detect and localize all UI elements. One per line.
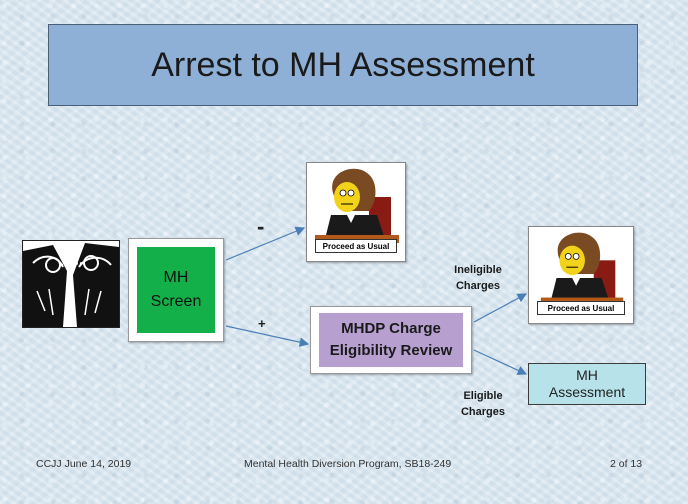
plus-sign: +: [258, 316, 266, 331]
assessment-line2: Assessment: [548, 384, 626, 400]
mh-assessment-box: MH Assessment: [528, 363, 646, 405]
slide-title: Arrest to MH Assessment: [151, 45, 535, 84]
judge-icon: [315, 168, 399, 243]
handcuffs-image: [22, 240, 120, 328]
review-line1: MHDP Charge: [341, 320, 441, 337]
arrow-to-proceed-right: [473, 293, 528, 323]
footer-program: Mental Health Diversion Program, SB18-24…: [244, 458, 452, 470]
judge-card-right: Proceed as Usual: [528, 226, 634, 324]
eligible-charges-label: Eligible Charges: [460, 390, 506, 418]
eligibility-review-fill: MHDP Charge Eligibility Review: [319, 313, 463, 367]
mh-screen-line1: MH: [163, 269, 189, 286]
assessment-line1: MH: [576, 367, 598, 383]
eligibility-review-box: MHDP Charge Eligibility Review: [310, 306, 472, 374]
arrow-to-assessment: [473, 349, 528, 375]
handcuffs-icon: [23, 241, 119, 327]
mh-screen-box: MH Screen: [128, 238, 224, 342]
footer-page-number: 2 of 13: [610, 458, 643, 470]
judge-label-right: Proceed as Usual: [537, 301, 625, 315]
mh-screen-fill: MH Screen: [137, 247, 215, 333]
arrow-to-review: [225, 325, 310, 347]
footer-date: CCJJ June 14, 2019: [36, 458, 132, 470]
ineligible-charges-label: Ineligible Charges: [454, 264, 502, 292]
minus-sign: -: [257, 214, 265, 239]
title-box: Arrest to MH Assessment: [48, 24, 638, 106]
review-line2: Eligibility Review: [329, 342, 453, 359]
judge-card-top: Proceed as Usual: [306, 162, 406, 262]
mh-screen-line2: Screen: [150, 293, 202, 310]
judge-label-top: Proceed as Usual: [315, 239, 397, 253]
arrow-to-proceed-top: [225, 226, 306, 261]
